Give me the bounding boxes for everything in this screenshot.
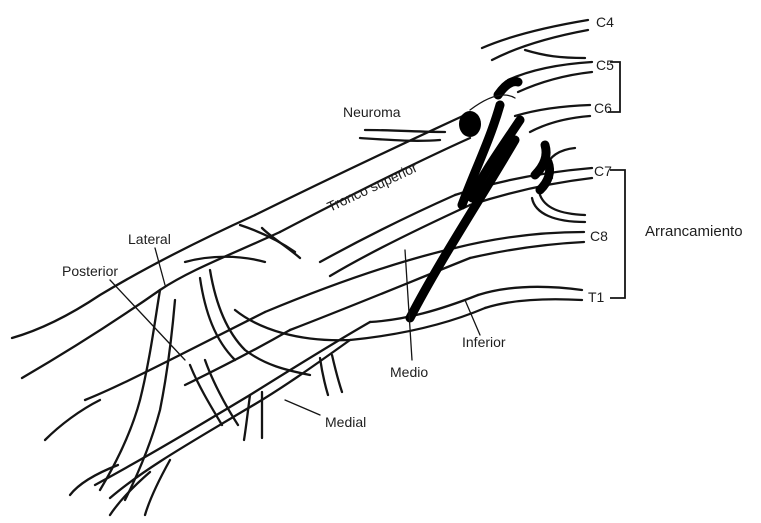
label-c5: C5 [596, 57, 614, 73]
label-c4: C4 [596, 14, 614, 30]
label-neuroma: Neuroma [343, 104, 401, 120]
upper-trunk [255, 115, 470, 232]
root-c4 [482, 20, 588, 60]
label-c6: C6 [594, 100, 612, 116]
label-c8: C8 [590, 228, 608, 244]
leader-lines [110, 248, 480, 415]
root-c5 [508, 50, 592, 92]
label-medio: Medio [390, 364, 428, 380]
nerve-grafts [410, 82, 550, 318]
brackets [608, 62, 625, 298]
root-t1 [478, 287, 582, 308]
label-t1: T1 [588, 289, 605, 305]
label-lateral: Lateral [128, 231, 171, 247]
label-inferior: Inferior [462, 334, 506, 350]
root-c6 [515, 105, 590, 132]
label-c7: C7 [594, 163, 612, 179]
distal-nerves [45, 400, 170, 515]
neuroma-mass [459, 111, 481, 137]
lower-trunk [235, 248, 485, 340]
label-medial: Medial [325, 414, 366, 430]
label-arrancamiento: Arrancamiento [645, 223, 743, 240]
label-posterior: Posterior [62, 263, 118, 279]
label-tronco-superior: Tronco superior [325, 159, 420, 215]
